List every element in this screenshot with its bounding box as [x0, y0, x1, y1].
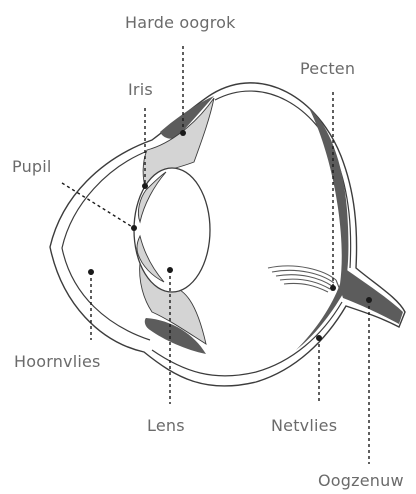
label-netvlies: Netvlies [271, 416, 337, 435]
label-lens: Lens [147, 416, 185, 435]
marker-iris [142, 183, 148, 189]
label-harde-oogrok: Harde oogrok [125, 13, 236, 32]
label-iris: Iris [128, 80, 153, 99]
marker-lens [167, 267, 173, 273]
marker-pupil [131, 225, 137, 231]
label-oogzenuw: Oogzenuw [318, 471, 404, 490]
marker-netvlies [316, 335, 322, 341]
marker-pecten [330, 285, 336, 291]
eyeball-outline [50, 83, 405, 386]
label-hoornvlies: Hoornvlies [14, 352, 101, 371]
marker-harde-oogrok [180, 130, 186, 136]
marker-oogzenuw [366, 297, 372, 303]
label-pupil: Pupil [12, 157, 52, 176]
marker-hoornvlies [88, 269, 94, 275]
label-pecten: Pecten [300, 59, 355, 78]
